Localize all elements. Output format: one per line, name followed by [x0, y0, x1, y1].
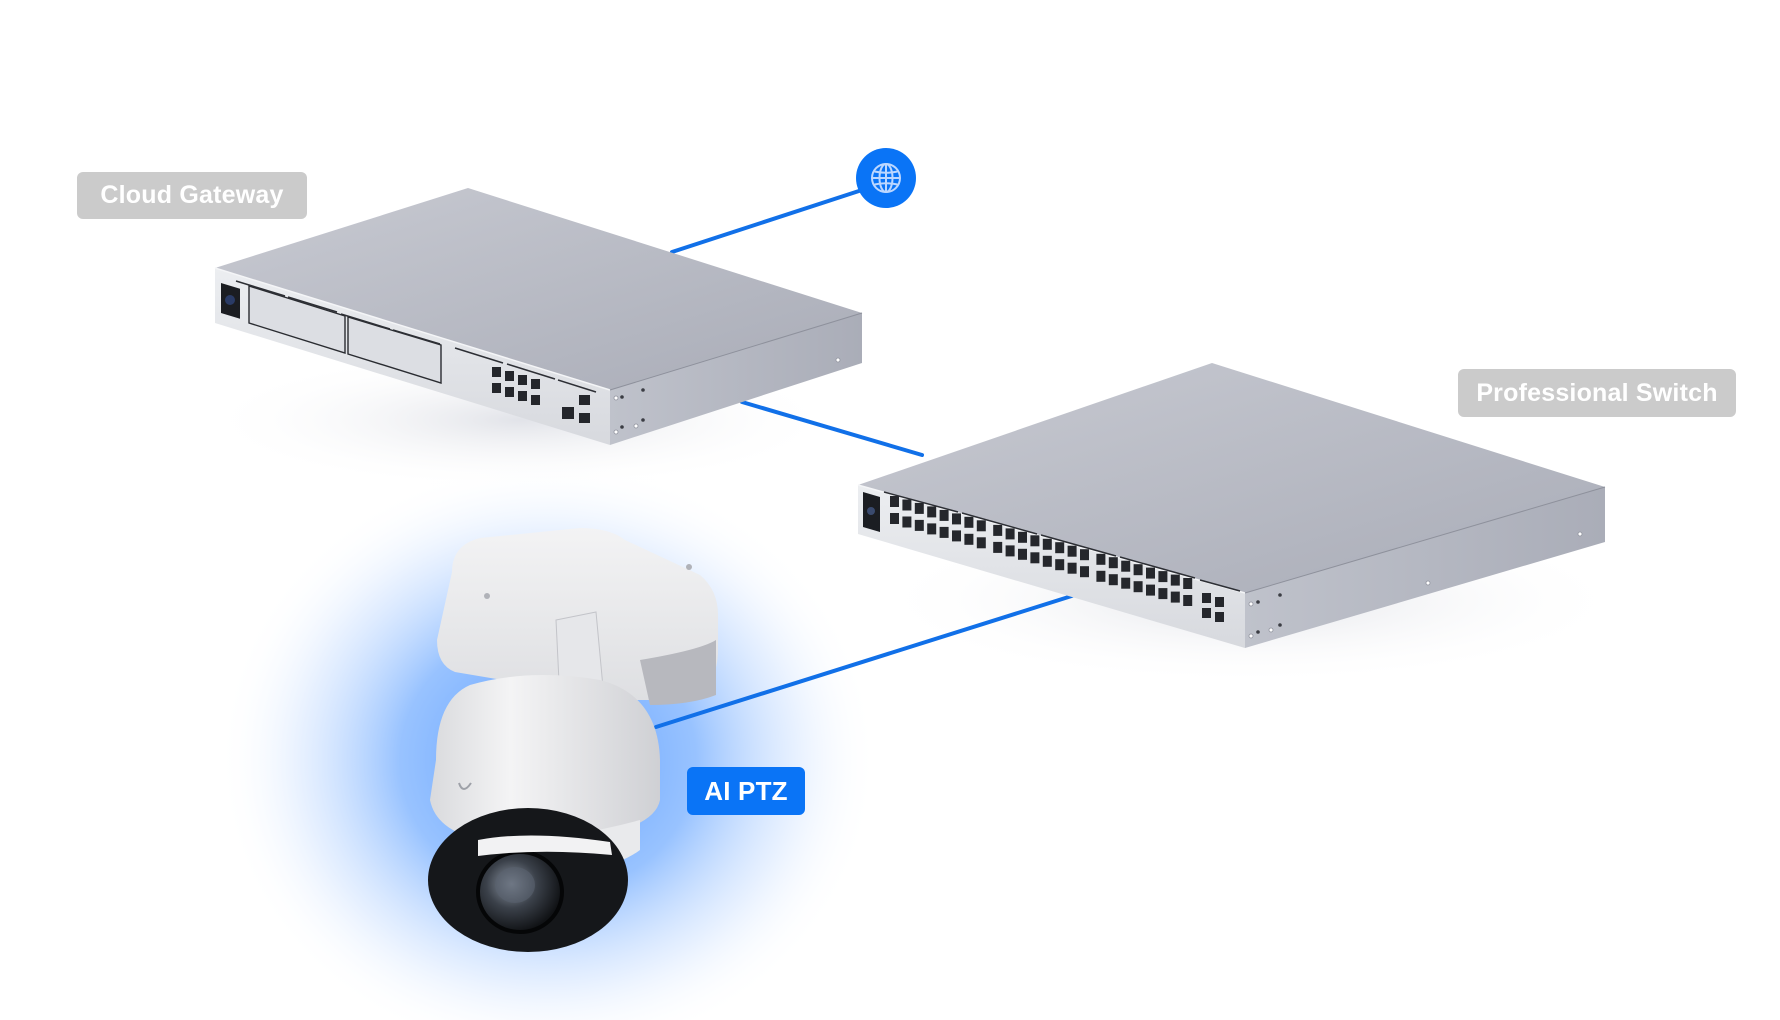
professional-switch-device[interactable]: [857, 363, 1606, 648]
gateway-sfp-1: [579, 395, 590, 405]
gateway-wan-port: [562, 407, 574, 419]
globe-icon: [871, 163, 901, 193]
switch-sfp-ports: [1202, 593, 1224, 622]
switch-side: [1245, 487, 1605, 648]
ubiquiti-logo-icon: [458, 782, 472, 790]
ai-ptz-camera-device[interactable]: [428, 528, 718, 952]
cloud-gateway-label: Cloud Gateway: [77, 172, 307, 219]
professional-switch-label: Professional Switch: [1458, 369, 1736, 417]
camera-mount: [437, 528, 718, 700]
drive-bay-1[interactable]: [248, 285, 346, 354]
gateway-rj45-ports: [492, 367, 540, 405]
gateway-sfp-2: [579, 413, 590, 423]
link-internet-gateway: [670, 188, 864, 254]
switch-rj45-ports: [890, 496, 1193, 606]
gateway-top: [215, 188, 862, 390]
ai-ptz-label: AI PTZ: [687, 767, 805, 815]
cloud-gateway-device[interactable]: [214, 188, 863, 445]
link-gateway-switch: [740, 400, 924, 457]
link-lines: [654, 188, 1080, 729]
gateway-side: [610, 313, 862, 445]
link-switch-camera: [654, 592, 1080, 729]
camera-dome: [430, 675, 660, 840]
internet-node[interactable]: [856, 148, 916, 208]
